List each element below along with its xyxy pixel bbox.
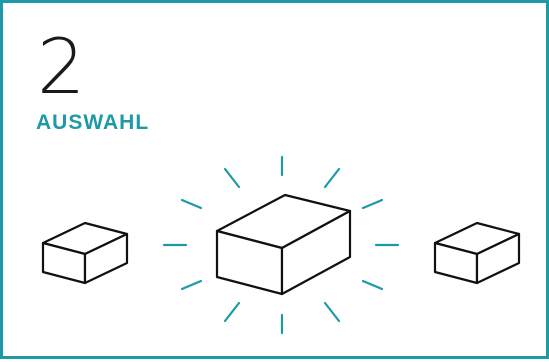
box-icon-right [433, 221, 521, 285]
step-title: Auswahl [36, 111, 150, 134]
box-icon-left [41, 221, 129, 285]
step-number: 2 [37, 22, 86, 111]
selection-illustration [41, 155, 521, 335]
box-icon-highlighted [215, 193, 352, 296]
sparkle-rays-icon [162, 155, 400, 335]
